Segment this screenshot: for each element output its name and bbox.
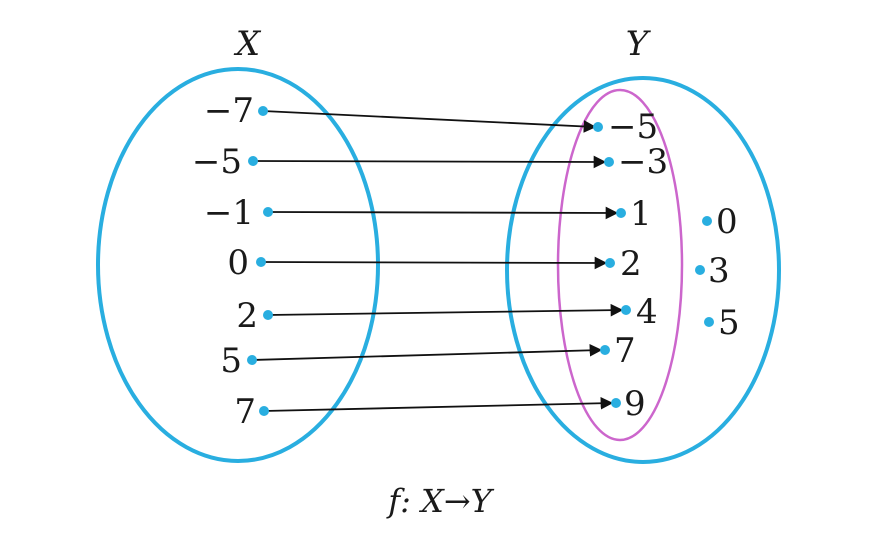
mapping-arrow	[252, 155, 607, 169]
mapping-arrow	[251, 344, 603, 361]
range-label: −3	[618, 142, 668, 182]
range-dot	[621, 305, 631, 315]
set-x-ellipse	[96, 67, 380, 463]
domain-dot	[256, 257, 266, 267]
domain-label: 0	[227, 243, 249, 283]
mapping-arrow	[262, 110, 597, 133]
mapping-arrow	[267, 303, 624, 317]
range-dot	[611, 398, 621, 408]
range-label: 4	[636, 292, 658, 332]
codomain-extra-label: 3	[708, 251, 730, 291]
mapping-arrow	[260, 256, 608, 270]
codomain-extra-dot	[704, 317, 714, 327]
range-dot	[600, 345, 610, 355]
range-label: 7	[614, 331, 636, 371]
range-label: 1	[630, 194, 652, 234]
domain-dot	[247, 355, 257, 365]
codomain-extra-dot	[702, 216, 712, 226]
set-y-ellipse	[505, 76, 781, 464]
domain-dot	[248, 156, 258, 166]
domain-label: −5	[192, 142, 242, 182]
range-dot	[605, 258, 615, 268]
domain-label: 2	[236, 296, 258, 336]
domain-dot	[258, 106, 268, 116]
range-dot	[593, 122, 603, 132]
codomain-extra-label: 5	[718, 303, 740, 343]
domain-label: −7	[204, 91, 254, 131]
domain-label: −1	[204, 193, 254, 233]
domain-label: 5	[220, 341, 242, 381]
domain-label: 7	[234, 392, 256, 432]
set-x-name: X	[233, 24, 262, 64]
range-label: 9	[624, 384, 646, 424]
range-dot	[604, 157, 614, 167]
range-dot	[616, 208, 626, 218]
codomain-extra-label: 0	[716, 202, 738, 242]
mapping-arrow	[267, 206, 619, 220]
mapping-arrow	[263, 396, 614, 412]
range-ellipse	[556, 88, 684, 442]
domain-dot	[259, 406, 269, 416]
range-label: −5	[608, 107, 658, 147]
codomain-extra-dot	[695, 265, 705, 275]
function-caption: f: X→Y	[386, 482, 494, 520]
domain-dot	[263, 207, 273, 217]
range-label: 2	[620, 244, 642, 284]
domain-dot	[263, 310, 273, 320]
set-y-name: Y	[626, 24, 652, 64]
